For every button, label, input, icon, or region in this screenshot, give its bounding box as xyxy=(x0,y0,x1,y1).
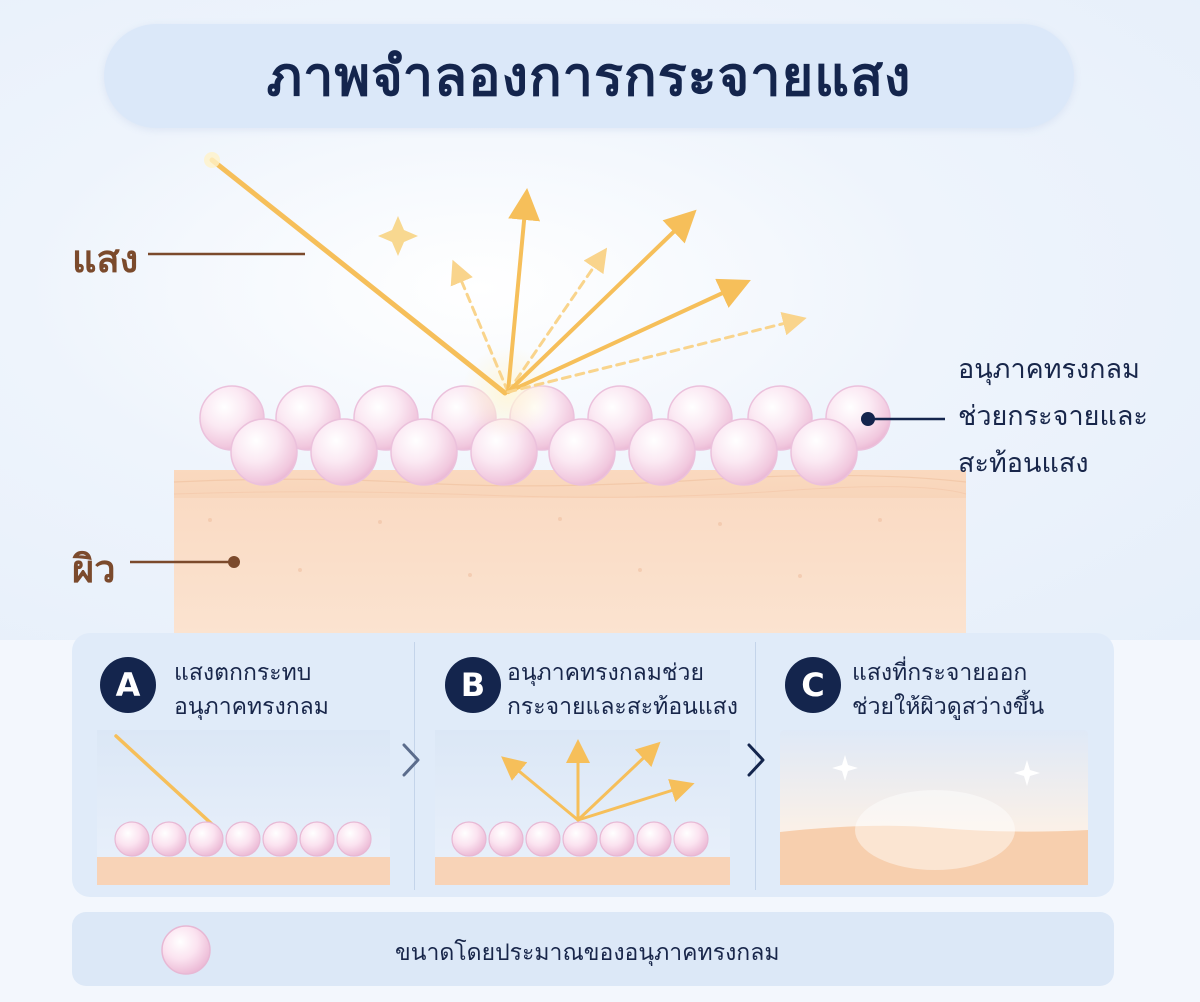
page-title: ภาพจำลองการกระจายแสง xyxy=(266,45,912,108)
step-b-badge: B xyxy=(445,657,501,713)
step-a-line-2: อนุภาคทรงกลม xyxy=(174,694,329,720)
step-c-line-2: ช่วยให้ผิวดูสว่างขึ้น xyxy=(852,694,1045,720)
step-b-line-1: อนุภาคทรงกลมช่วย xyxy=(507,660,704,686)
step-a-text: แสงตกกระทบ อนุภาคทรงกลม xyxy=(174,656,329,724)
legend-text: ขนาดโดยประมาณของอนุภาคทรงกลม xyxy=(395,940,780,966)
step-c-line-1: แสงที่กระจายออก xyxy=(852,660,1028,686)
scattering-diagram xyxy=(130,152,967,635)
legend-bar xyxy=(72,912,1114,986)
step-b-text: อนุภาคทรงกลมช่วย กระจายและสะท้อนแสง xyxy=(507,656,738,724)
step-a-badge: A xyxy=(100,657,156,713)
particle-label-line-1: อนุภาคทรงกลม xyxy=(958,354,1140,385)
skin-callout-dot xyxy=(228,556,240,568)
particle-row-front xyxy=(230,418,858,486)
step-c-text: แสงที่กระจายออก ช่วยให้ผิวดูสว่างขึ้น xyxy=(852,656,1044,724)
particle-label-line-3: สะท้อนแสง xyxy=(958,448,1089,479)
sparkle-icon xyxy=(378,216,418,256)
light-label: แสง xyxy=(72,237,139,281)
particle-callout-dot xyxy=(861,412,875,426)
particle-label: อนุภาคทรงกลม ช่วยกระจายและ สะท้อนแสง xyxy=(958,346,1188,487)
particle-label-line-2: ช่วยกระจายและ xyxy=(958,401,1148,432)
step-divider xyxy=(414,642,415,890)
scattered-rays xyxy=(450,188,807,394)
skin-pores xyxy=(208,517,882,578)
skin-label: ผิว xyxy=(72,547,116,591)
title-banner: ภาพจำลองการกระจายแสง xyxy=(104,24,1074,128)
step-divider xyxy=(755,642,756,890)
step-c-badge: C xyxy=(785,657,841,713)
step-b-line-2: กระจายและสะท้อนแสง xyxy=(507,694,738,720)
step-a-line-1: แสงตกกระทบ xyxy=(174,660,312,686)
incoming-light-ray xyxy=(209,157,508,396)
